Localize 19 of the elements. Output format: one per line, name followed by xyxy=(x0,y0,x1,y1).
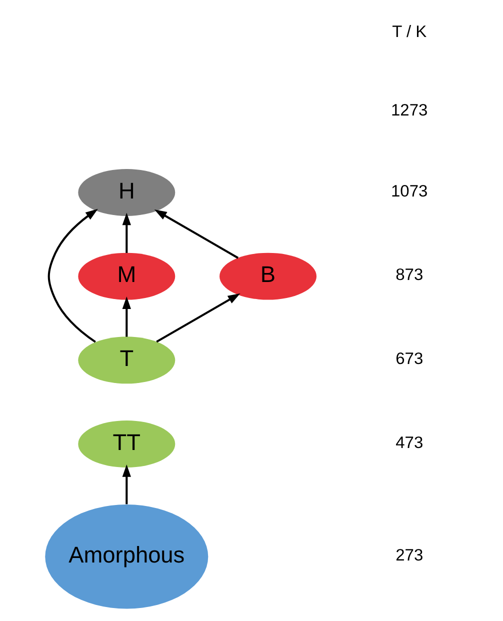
arrow xyxy=(48,208,98,343)
label: 1273 xyxy=(391,101,428,120)
node-ellipse: H xyxy=(78,169,176,216)
label: 273 xyxy=(396,546,424,565)
label: 673 xyxy=(396,350,424,368)
label: 1073 xyxy=(391,182,428,200)
arrow xyxy=(122,212,131,253)
node-ellipse: Amorphous xyxy=(45,504,208,609)
node-ellipse: B xyxy=(220,252,316,300)
arrow xyxy=(154,210,239,259)
node-ellipse: TT xyxy=(78,420,176,468)
label: 873 xyxy=(396,266,424,284)
label: T / K xyxy=(392,22,427,41)
label: 473 xyxy=(396,434,424,452)
arrow xyxy=(122,296,131,337)
node-ellipse: M xyxy=(78,252,176,300)
arrow xyxy=(122,464,131,504)
arrow xyxy=(156,293,240,343)
node-ellipse: T xyxy=(78,336,176,384)
